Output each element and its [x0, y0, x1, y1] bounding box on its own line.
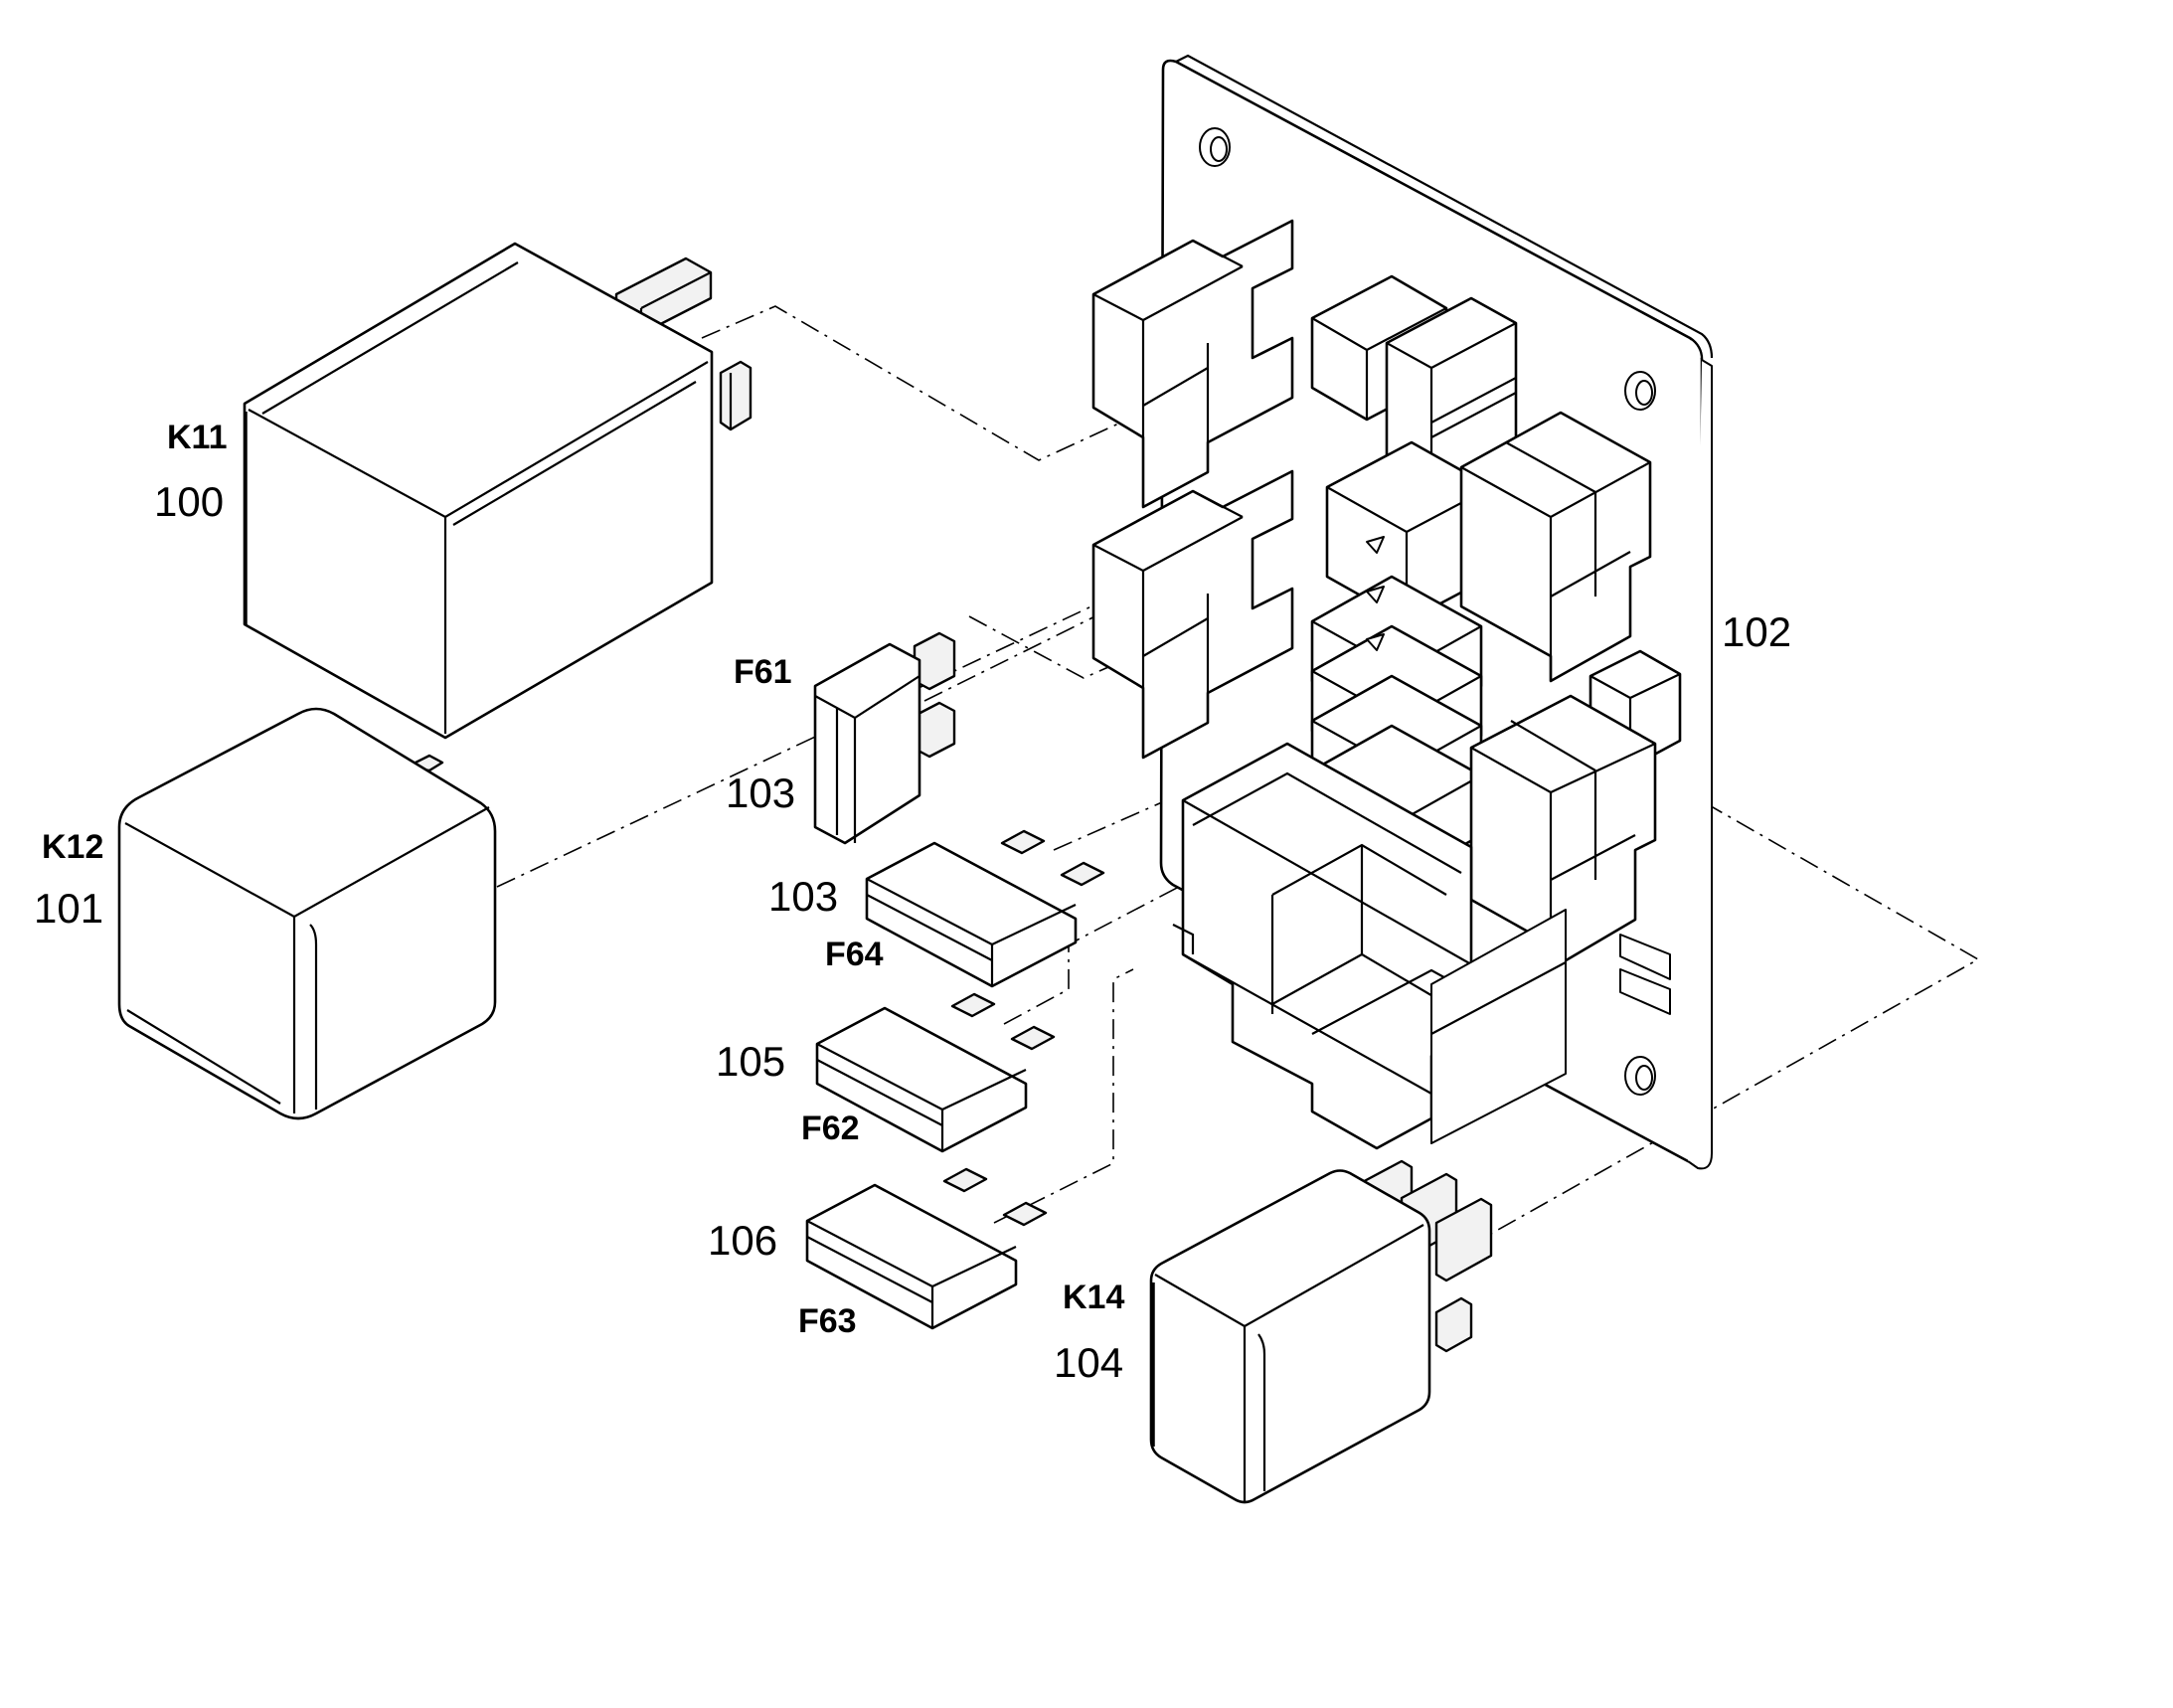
fuse-relay-board — [1091, 54, 1714, 1170]
label-101: 101 — [34, 885, 103, 932]
leader-k14 — [1465, 685, 1980, 1249]
label-103-f64: 103 — [768, 873, 838, 920]
label-f61: F61 — [734, 653, 792, 691]
label-102: 102 — [1722, 608, 1791, 655]
label-103-f61: 103 — [726, 769, 795, 816]
label-k11: K11 — [167, 419, 228, 456]
fuse-f63 — [805, 1167, 1048, 1330]
relay-k11 — [243, 242, 752, 740]
leader-f63 — [993, 968, 1134, 1224]
callout-labels: K11 100 K12 101 102 F61 103 103 F64 105 … — [34, 419, 1791, 1386]
relay-k12 — [117, 707, 497, 1120]
label-k14: K14 — [1063, 1279, 1124, 1316]
label-104: 104 — [1054, 1339, 1123, 1386]
label-f64: F64 — [825, 936, 884, 973]
leader-k11 — [701, 305, 1154, 461]
label-106: 106 — [708, 1217, 777, 1264]
fuse-f62 — [815, 992, 1056, 1153]
label-105: 105 — [716, 1038, 785, 1085]
label-f63: F63 — [798, 1302, 857, 1340]
relay-k14 — [1149, 1159, 1493, 1504]
fuse-f64 — [865, 829, 1105, 988]
label-f62: F62 — [801, 1110, 860, 1147]
label-k12: K12 — [42, 828, 103, 866]
leader-f61-b — [968, 586, 1293, 679]
fuse-f61 — [813, 631, 956, 845]
label-100: 100 — [154, 478, 224, 525]
